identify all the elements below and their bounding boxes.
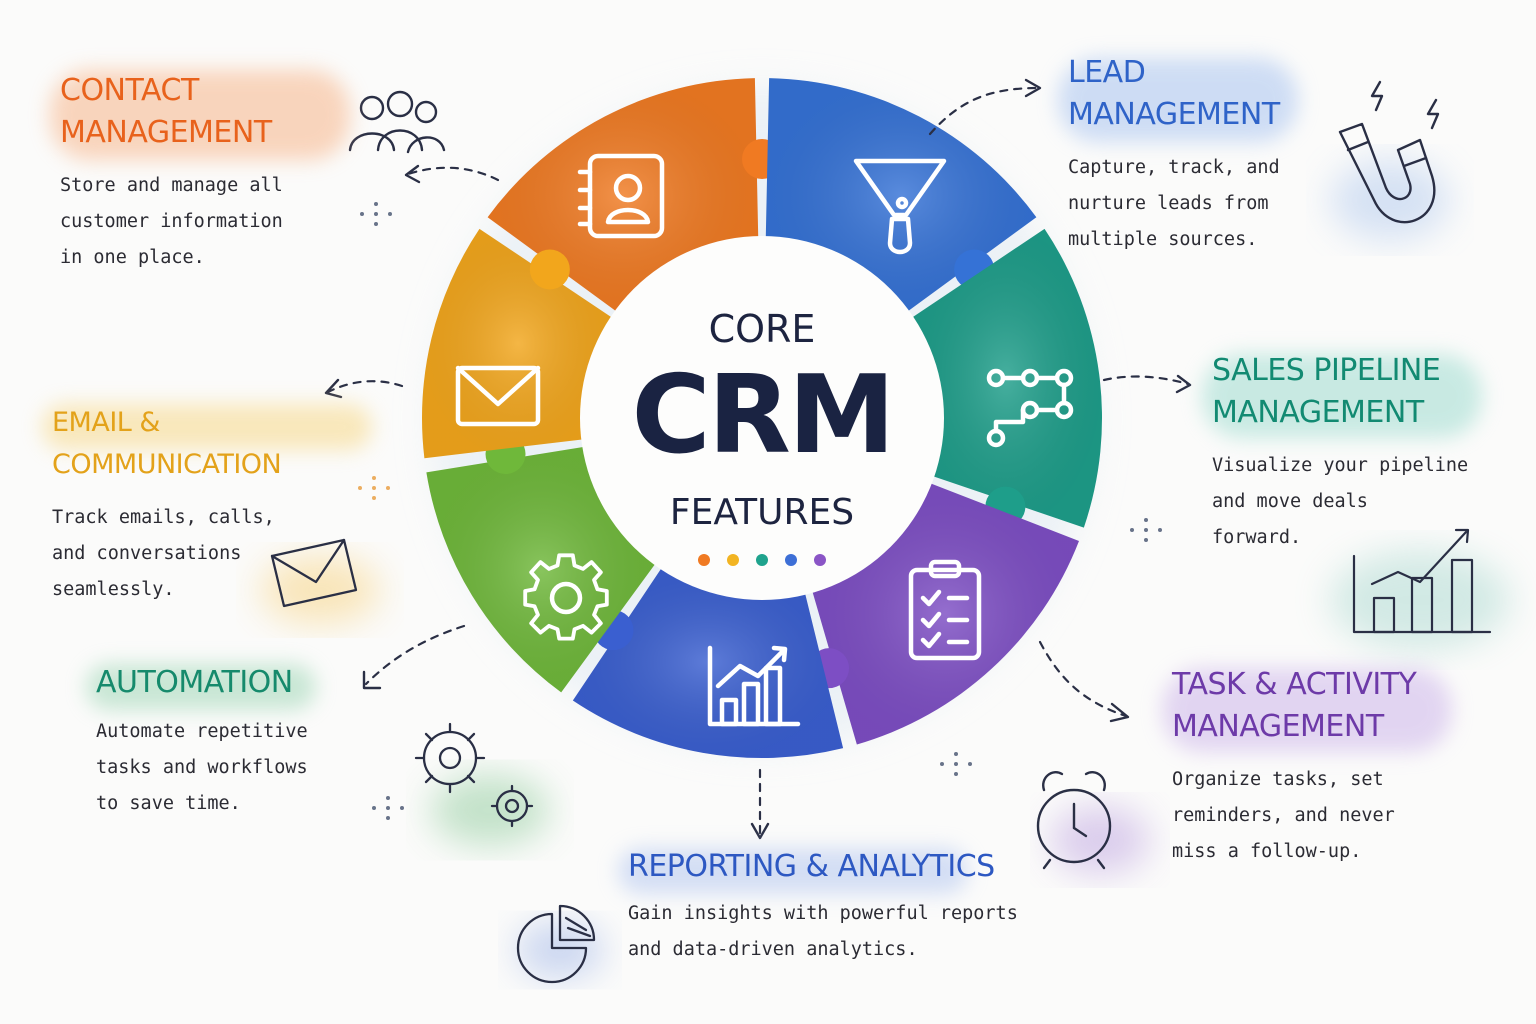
arrow-pipeline (1102, 375, 1190, 386)
feature-email: EMAIL & COMMUNICATION Track emails, call… (42, 402, 392, 608)
feature-description: Automate repetitive tasks and workflows … (96, 721, 308, 814)
arrow-task (1038, 640, 1128, 718)
magnet-icon (1338, 80, 1440, 224)
feature-title: CONTACT MANAGEMENT (60, 73, 272, 150)
feature-reporting: REPORTING & ANALYTICS Gain insights with… (618, 846, 1048, 968)
ring-segment-texture (426, 446, 657, 693)
arrow-lead (928, 86, 1040, 136)
feature-title: AUTOMATION (96, 665, 293, 700)
feature-description: Gain insights with powerful reports and … (628, 903, 1018, 960)
funnel-icon (853, 158, 947, 255)
gear-icon (523, 553, 609, 641)
feature-contact: CONTACT MANAGEMENT Store and manage all … (50, 70, 370, 276)
envelope-icon (455, 365, 541, 427)
feature-task: TASK & ACTIVITY MANAGEMENT Organize task… (1162, 664, 1492, 870)
bar-chart-icon (707, 645, 801, 727)
feature-automation: AUTOMATION Automate repetitive tasks and… (86, 662, 376, 822)
feature-ring (422, 78, 1102, 759)
center-line1: CORE (709, 307, 816, 351)
feature-lead: LEAD MANAGEMENT Capture, track, and nurt… (1058, 52, 1328, 258)
alarm-clock-icon (1036, 771, 1112, 870)
puzzle-knob (529, 249, 570, 290)
center-line3: FEATURES (670, 492, 854, 533)
gears-icon (414, 722, 534, 828)
checklist-icon (908, 559, 982, 661)
pipeline-icon (986, 368, 1074, 448)
pie-chart-icon (516, 904, 596, 984)
people-icon (348, 90, 446, 154)
ring-segment-texture (811, 482, 1079, 745)
arrow-contact (406, 166, 500, 182)
arrow-email (326, 380, 404, 394)
feature-description: Organize tasks, set reminders, and never… (1172, 769, 1395, 862)
feature-title: SALES PIPELINE MANAGEMENT (1212, 353, 1441, 430)
center-dot (698, 554, 710, 566)
feature-title: TASK & ACTIVITY MANAGEMENT (1172, 667, 1417, 744)
center-dot (785, 554, 797, 566)
feature-title: LEAD MANAGEMENT (1068, 55, 1280, 132)
feature-pipeline: SALES PIPELINE MANAGEMENT Visualize your… (1202, 350, 1512, 556)
center-dot (727, 554, 739, 566)
feature-description: Store and manage all customer informatio… (60, 175, 283, 268)
center-disc (580, 236, 944, 600)
feature-description: Capture, track, and nurture leads from m… (1068, 157, 1280, 250)
ring-segment-texture (422, 228, 615, 459)
feature-title: EMAIL & COMMUNICATION (52, 407, 282, 480)
center-dot (814, 554, 826, 566)
feature-description: Visualize your pipeline and move deals f… (1212, 455, 1469, 548)
arrow-automation (364, 624, 466, 686)
center-dots (698, 554, 826, 566)
center-dot (756, 554, 768, 566)
address-book-icon (577, 153, 665, 239)
center-title: CRM (632, 353, 893, 478)
growth-chart-icon (1352, 528, 1492, 634)
mail-envelope-icon (270, 538, 358, 608)
feature-description: Track emails, calls, and conversations s… (52, 507, 275, 600)
feature-title: REPORTING & ANALYTICS (628, 849, 995, 884)
